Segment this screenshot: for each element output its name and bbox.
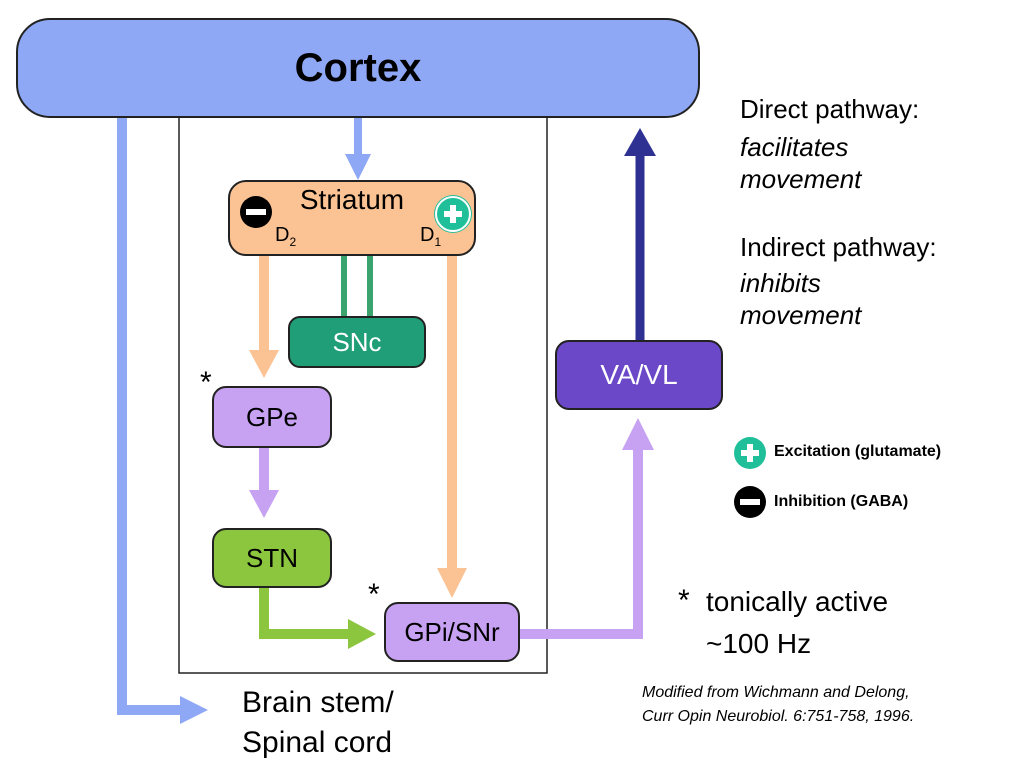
striatum-excitation-icon [435,196,471,232]
legend-inhibition-icon [734,486,766,518]
cortex-label: Cortex [294,45,422,90]
legend-excitation-label: Excitation (glutamate) [774,443,942,460]
gpi-tonic-marker: * [368,578,380,611]
snc-label: SNc [332,326,382,357]
striatum-inhibition-icon [240,196,272,228]
gpi-snr-node: GPi/SNr [384,602,520,662]
d1-receptor-label: D1 [420,224,442,249]
cortex-to-brainstem-arrowhead [180,696,208,724]
citation-line1: Modified from Wichmann and Delong, [642,684,910,701]
legend-tonic-star: * [678,584,690,617]
legend-tonic-label-2: ~100 Hz [706,628,812,659]
vavl-node: VA/VL [555,340,723,410]
legend-tonic-label-1: tonically active [706,586,889,617]
stn-to-gpi-arrowhead [348,619,376,649]
vavl-label: VA/VL [600,359,678,390]
cortex-to-striatum-arrowhead [345,154,371,180]
snc-node: SNc [288,316,426,368]
indirect-pathway-title: Indirect pathway: [740,232,937,262]
stn-node: STN [212,528,332,588]
striatum-to-gpe-arrowhead [249,350,279,378]
d2-receptor-label: D2 [275,224,297,249]
direct-pathway-desc-1: facilitates [740,132,849,162]
gpi-to-vavl-arrow [520,448,643,639]
gpe-label: GPe [245,401,299,432]
cortex-node: Cortex [16,18,700,118]
direct-pathway-title: Direct pathway: [740,94,920,124]
legend-inhibition-label: Inhibition (GABA) [774,493,909,510]
striatum-label: Striatum [299,184,405,215]
gpe-tonic-marker: * [200,366,212,399]
direct-pathway-desc-2: movement [740,164,862,194]
gpi-to-vavl-arrowhead [622,418,654,450]
stn-label: STN [246,542,298,573]
indirect-pathway-desc-2: movement [740,300,862,330]
indirect-pathway-desc-1: inhibits [740,268,821,298]
cortex-to-brainstem-arrow [117,118,180,715]
vavl-to-cortex-arrowhead [624,128,656,156]
stn-to-gpi-arrow [259,588,350,639]
brainstem-label-line2: Spinal cord [242,726,393,759]
gpe-node: GPe [212,386,332,448]
gpe-to-stn-arrowhead [249,490,279,518]
gpi-snr-label: GPi/SNr [404,616,500,647]
brainstem-label-line1: Brain stem/ [242,686,394,719]
striatum-to-gpi-arrowhead [437,568,467,598]
citation-line2: Curr Opin Neurobiol. 6:751-758, 1996. [642,708,915,725]
legend-excitation-icon [734,437,766,469]
